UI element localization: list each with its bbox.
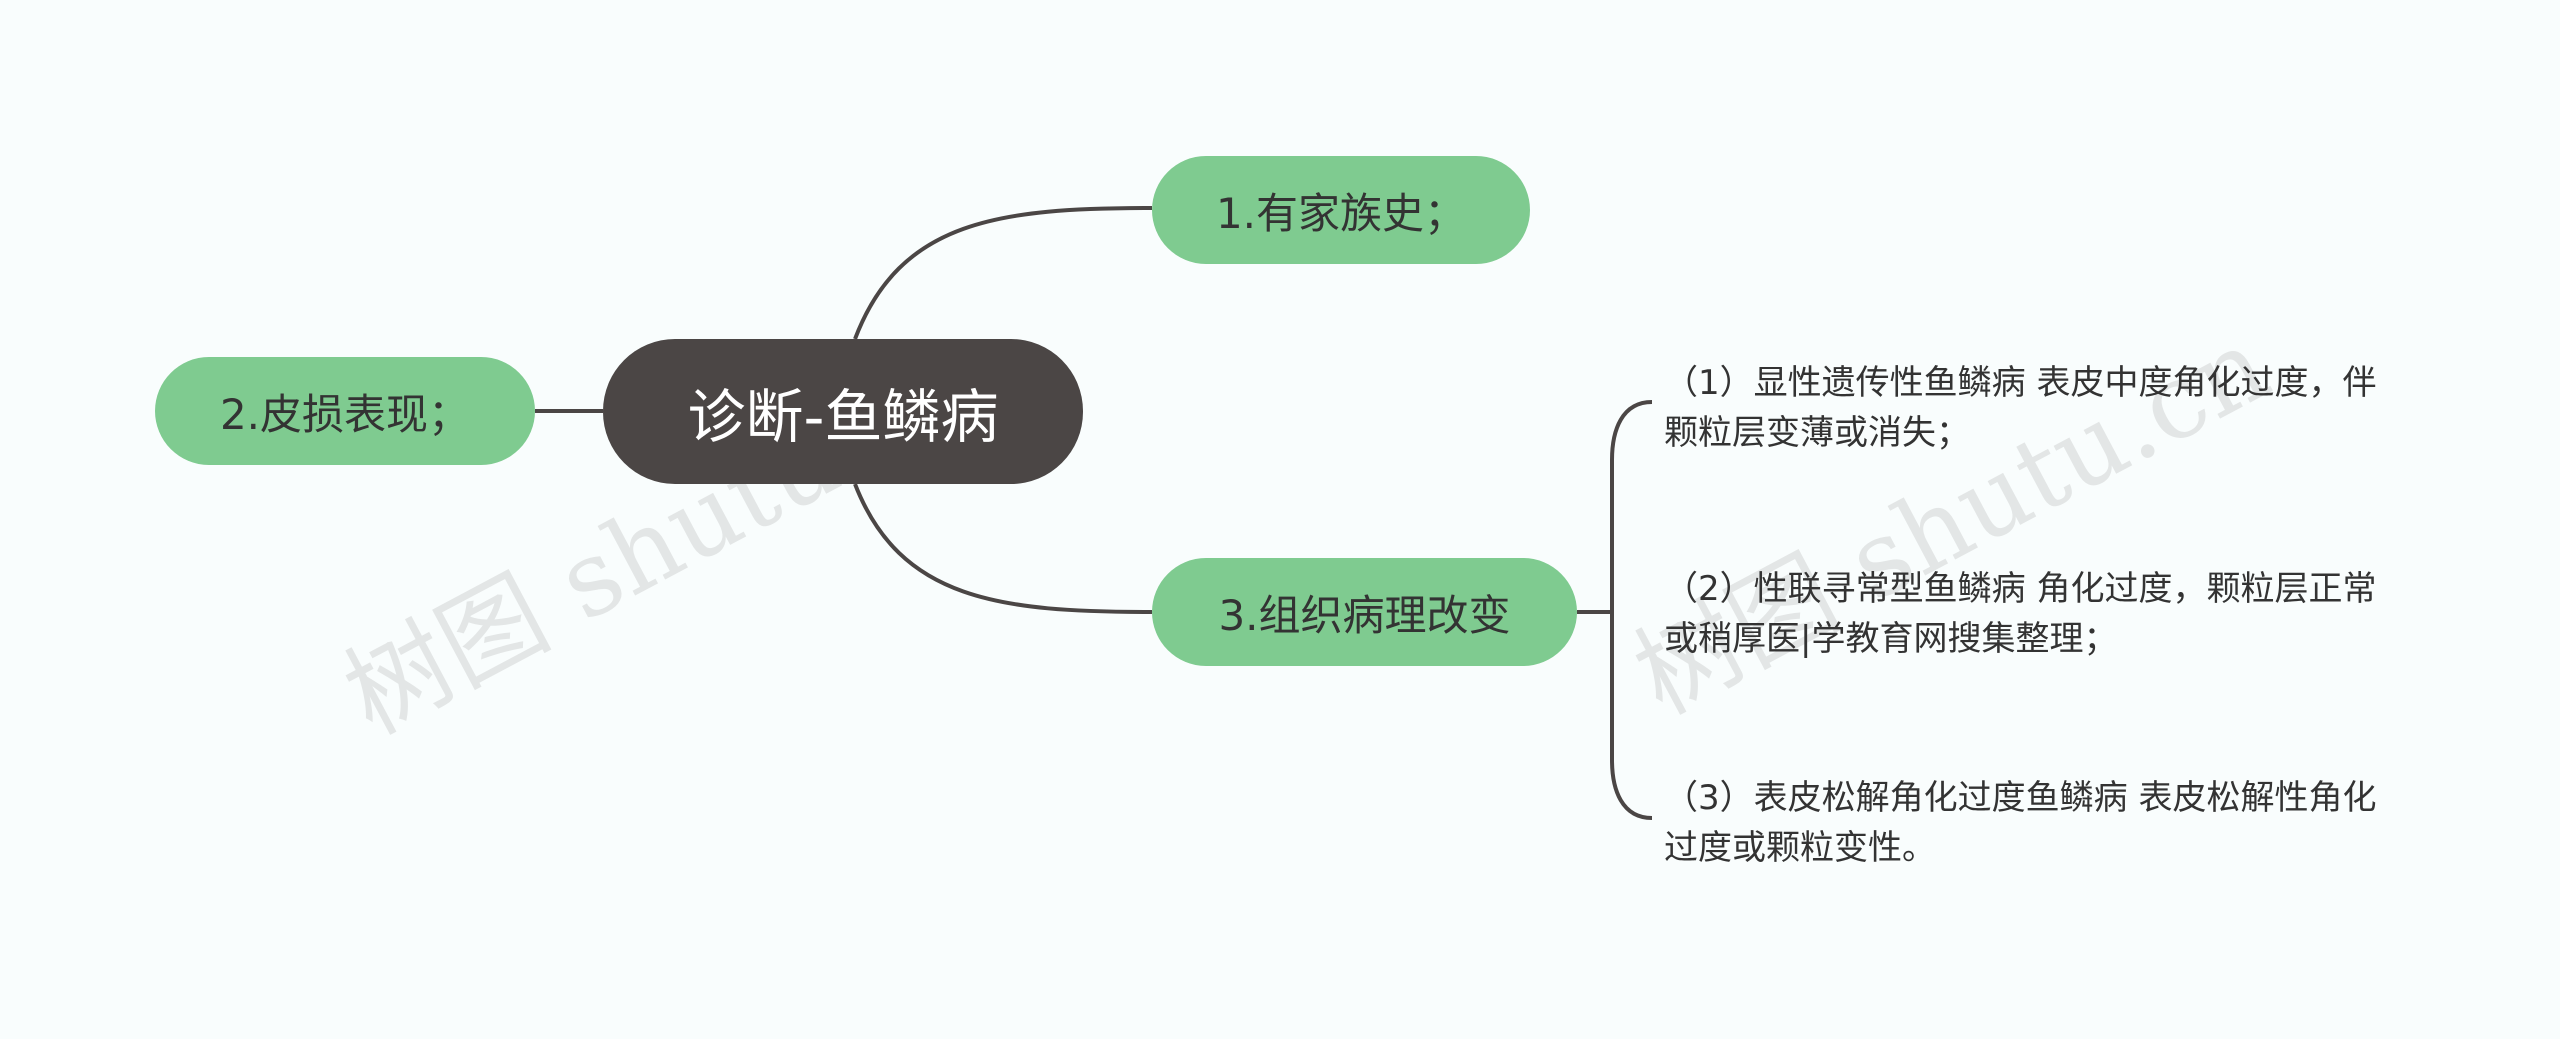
- branch-node-skin-lesions[interactable]: 2.皮损表现；: [155, 357, 535, 465]
- detail-node-3[interactable]: （3）表皮松解角化过度鱼鳞病 表皮松解性角化过度或颗粒变性。: [1664, 773, 2404, 873]
- details-bracket: [1610, 400, 1653, 820]
- root-label: 诊断-鱼鳞病: [687, 382, 999, 451]
- branch-node-histopathology[interactable]: 3.组织病理改变: [1152, 558, 1577, 666]
- connector-root-to-branch-3: [853, 483, 1153, 614]
- detail-text: （1）显性遗传性鱼鳞病 表皮中度角化过度，伴颗粒层变薄或消失；: [1664, 363, 2377, 453]
- detail-text: （2）性联寻常型鱼鳞病 角化过度，颗粒层正常或稍厚医|学教育网搜集整理；: [1664, 569, 2377, 659]
- detail-node-2[interactable]: （2）性联寻常型鱼鳞病 角化过度，颗粒层正常或稍厚医|学教育网搜集整理；: [1664, 564, 2404, 664]
- connector-root-to-branch-1: [853, 206, 1153, 340]
- branch-label: 3.组织病理改变: [1218, 590, 1511, 640]
- root-node[interactable]: 诊断-鱼鳞病: [603, 339, 1083, 484]
- branch-node-family-history[interactable]: 1.有家族史；: [1152, 156, 1530, 264]
- branch-label: 2.皮损表现；: [219, 389, 471, 439]
- detail-text: （3）表皮松解角化过度鱼鳞病 表皮松解性角化过度或颗粒变性。: [1664, 778, 2377, 868]
- detail-node-1[interactable]: （1）显性遗传性鱼鳞病 表皮中度角化过度，伴颗粒层变薄或消失；: [1664, 358, 2404, 458]
- branch-label: 1.有家族史；: [1215, 188, 1467, 238]
